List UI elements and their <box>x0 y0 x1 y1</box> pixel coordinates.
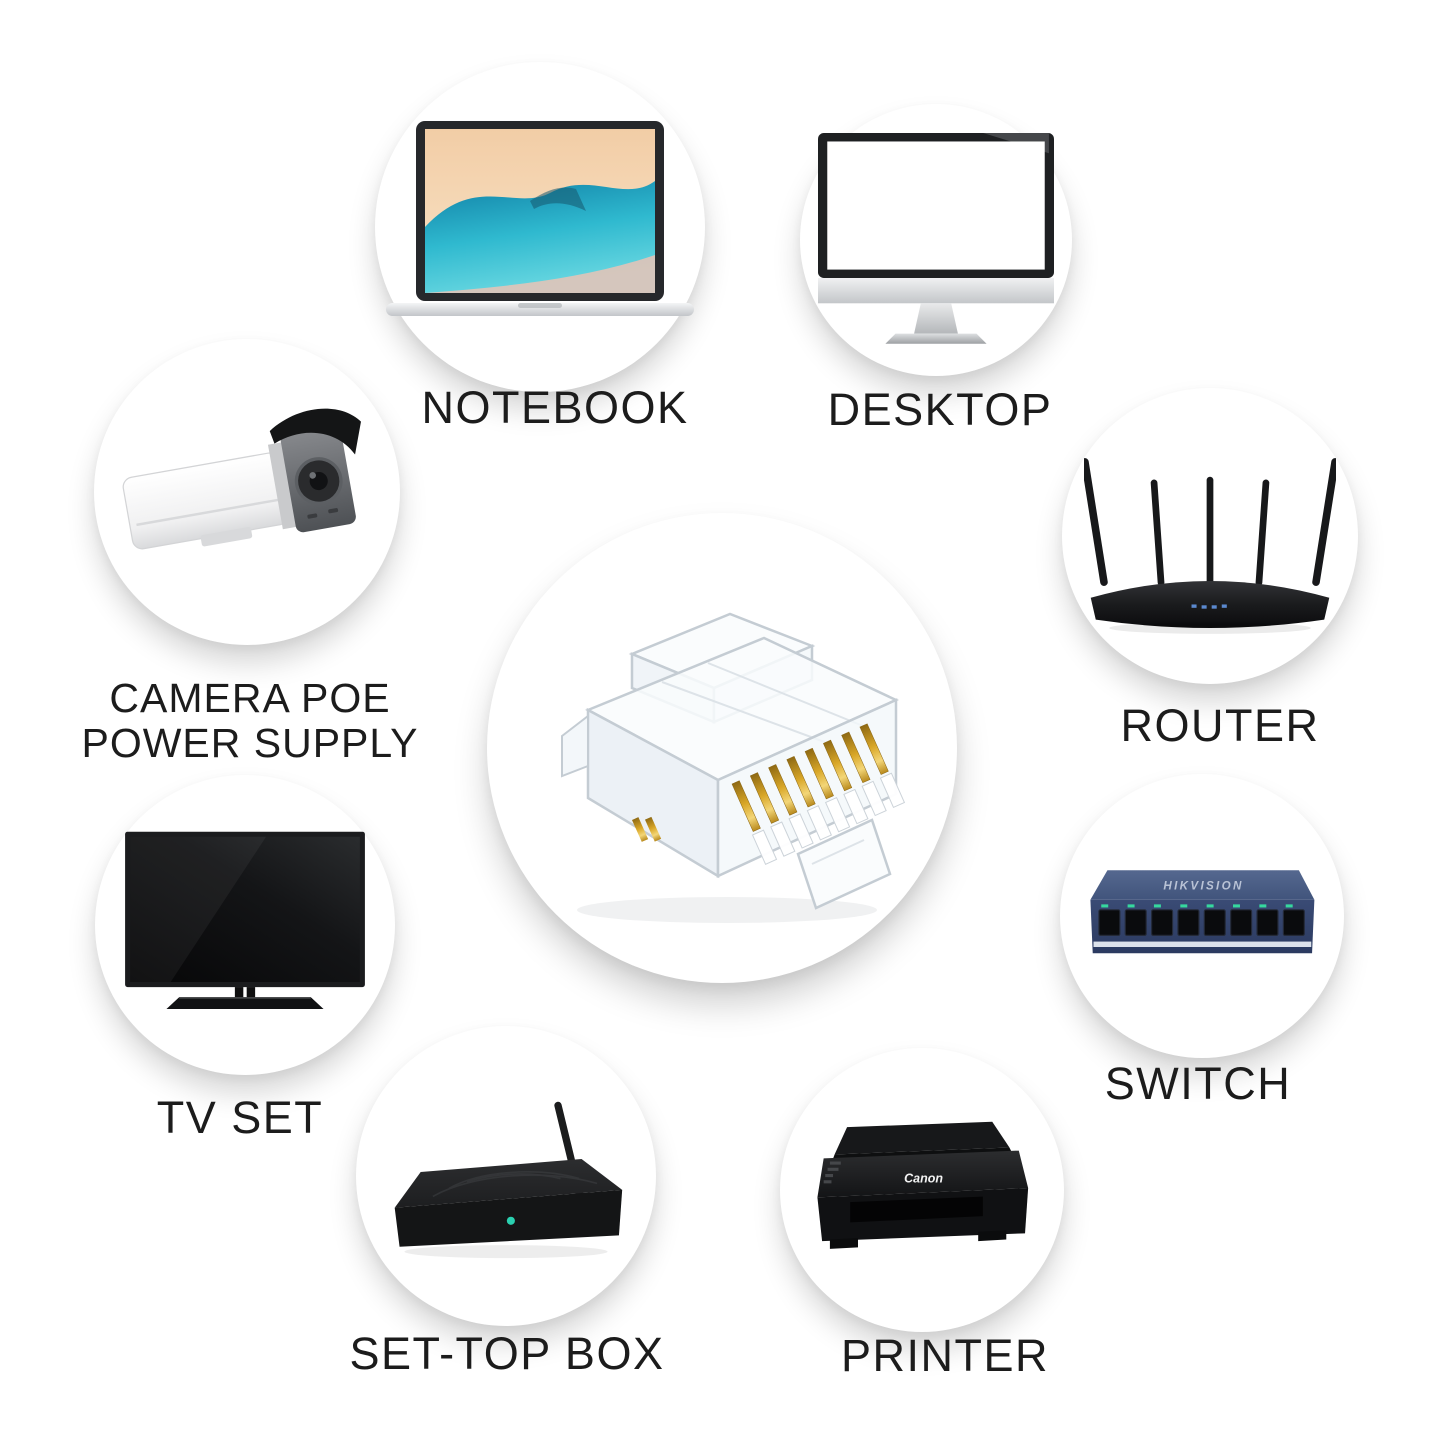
camera-poe-label: CAMERA POE POWER SUPPLY <box>81 675 419 767</box>
switch-circle: HIKVISION <box>1060 774 1344 1058</box>
desktop-monitor-icon <box>818 132 1054 344</box>
switch-label: SWITCH <box>1104 1058 1292 1109</box>
printer-brand-text: Canon <box>904 1172 943 1186</box>
network-switch-icon: HIKVISION <box>1090 870 1315 954</box>
tv-set-label: TV SET <box>156 1092 324 1143</box>
switch-brand-text: HIKVISION <box>1163 880 1243 893</box>
set-top-box-icon <box>394 1101 623 1258</box>
camera-poe-label-line2: POWER SUPPLY <box>81 720 419 767</box>
notebook-circle <box>375 62 705 392</box>
printer-label: PRINTER <box>840 1330 1050 1381</box>
set-top-box-circle <box>356 1026 656 1326</box>
desktop-label: DESKTOP <box>827 384 1053 435</box>
camera-poe-circle <box>94 339 400 645</box>
television-icon <box>125 831 365 1010</box>
rj45-connector-icon <box>561 612 906 923</box>
camera-poe-label-line1: CAMERA POE <box>109 675 391 721</box>
printer-circle: Canon <box>780 1048 1064 1332</box>
printer-icon: Canon <box>817 1121 1029 1249</box>
notebook-label: NOTEBOOK <box>421 382 689 433</box>
security-camera-icon <box>122 408 361 550</box>
tv-set-circle <box>95 775 395 1075</box>
router-circle <box>1062 388 1358 684</box>
router-label: ROUTER <box>1120 700 1320 751</box>
laptop-icon <box>386 120 694 316</box>
rj45-connector-circle <box>487 513 957 983</box>
set-top-box-label: SET-TOP BOX <box>349 1328 665 1379</box>
wifi-router-icon <box>1084 458 1336 634</box>
desktop-circle <box>800 104 1072 376</box>
